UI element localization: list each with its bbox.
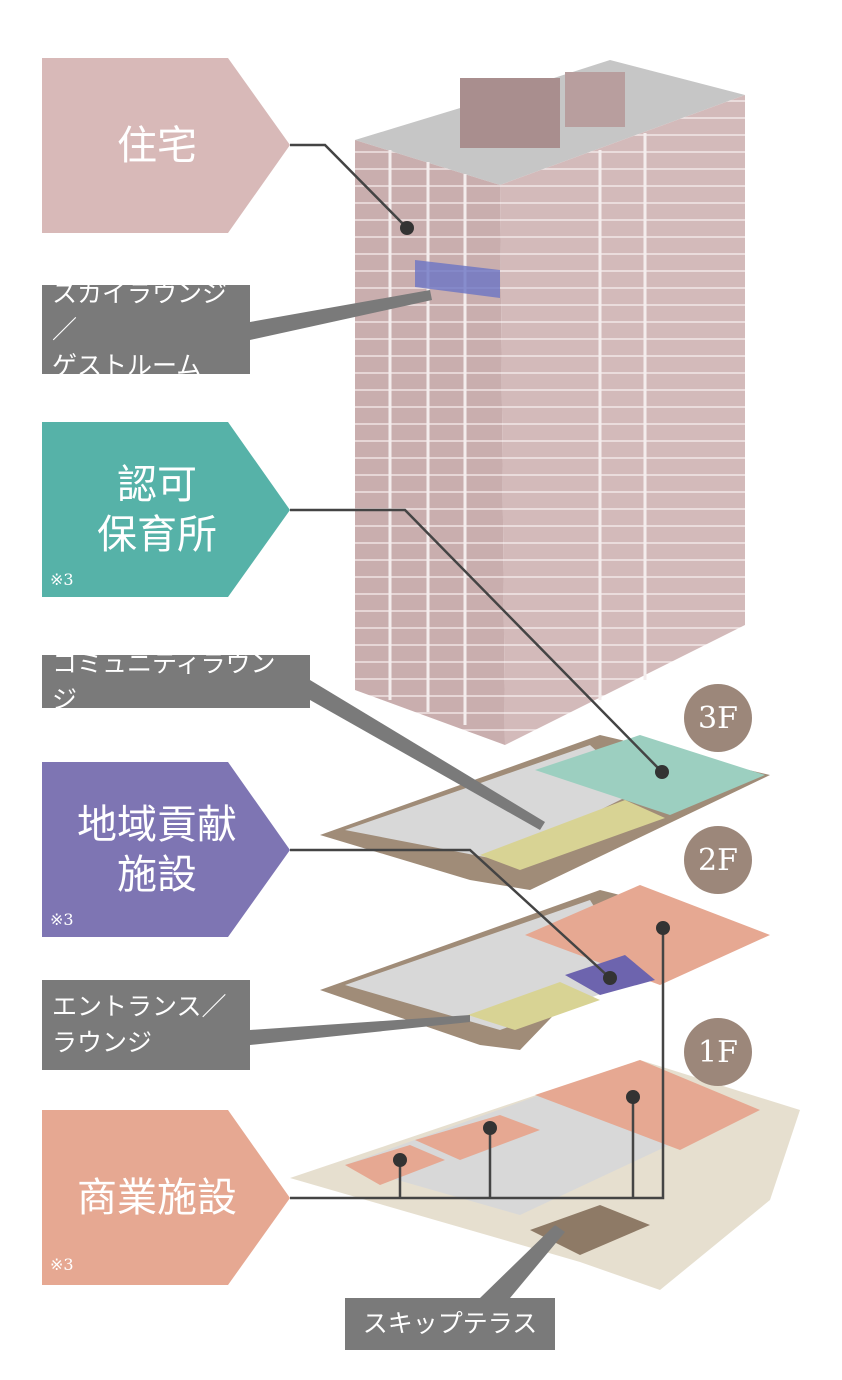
sky-lounge-text-2: ゲストルーム: [52, 350, 202, 380]
floor-2f-commercial: [525, 885, 770, 985]
floor-badge-2f: 2F: [684, 826, 752, 894]
sky-lounge-text-1: スカイラウンジ／: [52, 278, 228, 344]
community-tag-shape: [42, 762, 290, 937]
residence-tag-shape: [42, 58, 290, 233]
leader-lines: [290, 143, 665, 1200]
skip-terrace-text: スキップテラス: [362, 1309, 538, 1338]
callout-pointers: [250, 290, 565, 1298]
residence-label: 住宅: [42, 58, 272, 233]
community-lounge-callout: コミュニティラウンジ: [42, 649, 310, 714]
community-facility-label: 地域貢献 施設: [42, 762, 272, 937]
entrance-callout: エントランス／ ラウンジ: [42, 980, 250, 1070]
floor-1f-shop-b: [415, 1115, 540, 1160]
leader-dots: [393, 221, 670, 1167]
sky-lounge-callout: スカイラウンジ／ ゲストルーム: [42, 279, 250, 380]
nursery-text-2: 保育所: [97, 511, 217, 558]
nursery-note: ※3: [50, 570, 74, 589]
floor-3f-lounge: [480, 800, 665, 870]
commercial-note: ※3: [50, 1255, 74, 1274]
sky-lounge-band: [415, 260, 500, 298]
nursery-text-1: 認可: [117, 461, 197, 508]
tower-left-face: [355, 140, 505, 745]
entrance-text-2: ラウンジ: [52, 1028, 153, 1057]
rooftop-block: [460, 78, 560, 148]
tower-right-face: [500, 95, 745, 745]
nursery-label: 認可 保育所: [42, 422, 272, 597]
floor-1f-core: [345, 1095, 680, 1215]
floor-1f-shop-c: [345, 1145, 445, 1185]
commercial-tag-shape: [42, 1110, 290, 1285]
community-note: ※3: [50, 910, 74, 929]
floor-2f-entrance: [468, 982, 600, 1030]
floor-badge-3f: 3F: [684, 684, 752, 752]
residence-text: 住宅: [117, 122, 197, 169]
floor-badge-1f: 1F: [684, 1018, 752, 1086]
commercial-text: 商業施設: [77, 1174, 237, 1221]
floor-3f-nursery: [535, 735, 765, 815]
skip-terrace-callout: スキップテラス: [345, 1298, 555, 1350]
nursery-tag-shape: [42, 422, 290, 597]
commercial-label: 商業施設: [42, 1110, 272, 1285]
community-facility-text-1: 地域貢献: [77, 801, 237, 848]
tower-mullions: [388, 133, 647, 725]
floor-1f-shop-a: [535, 1060, 760, 1150]
rooftop-block-small: [565, 72, 625, 127]
entrance-text-1: エントランス／: [52, 992, 227, 1021]
community-facility-text-2: 施設: [117, 851, 197, 898]
community-lounge-text: コミュニティラウンジ: [52, 648, 276, 714]
skip-terrace-shape: [530, 1205, 650, 1255]
